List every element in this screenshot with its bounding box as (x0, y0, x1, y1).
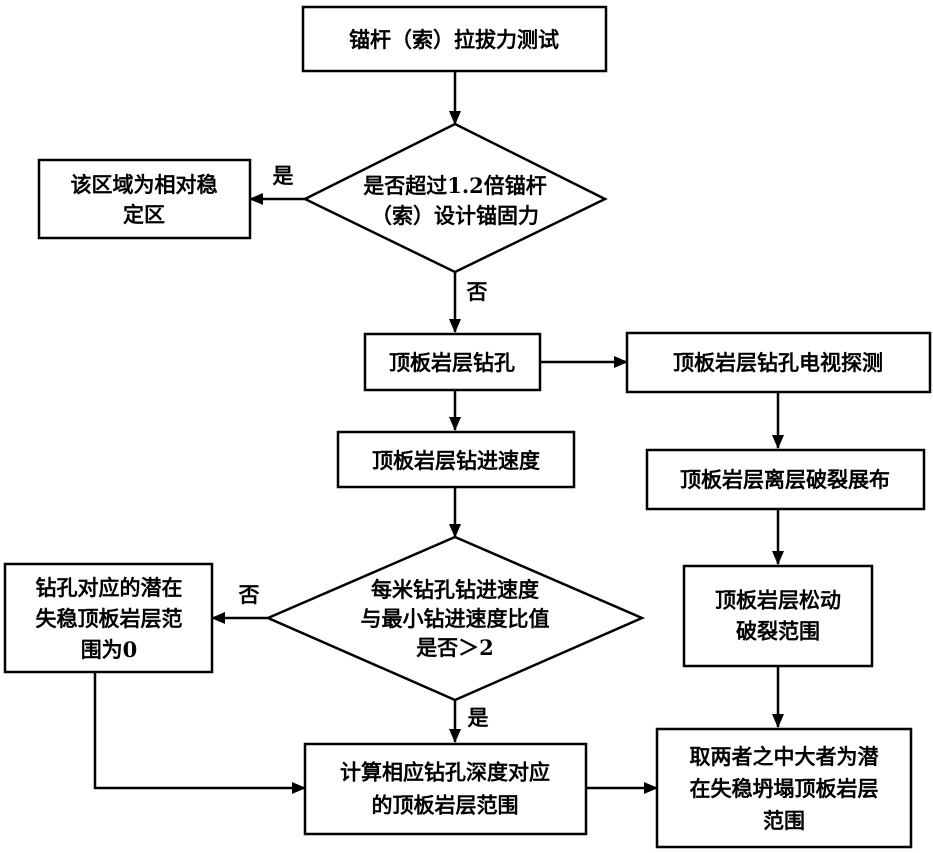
node-label-line: 定区 (123, 202, 165, 227)
node-label-line: 顶板岩层松动 (715, 587, 841, 612)
node-label-line: 围为0 (81, 637, 138, 662)
node-label: 顶板岩层离层破裂展布 (680, 467, 890, 492)
node-label-line: 钻孔对应的潜在 (36, 575, 183, 600)
node-potential-zero: 钻孔对应的潜在失稳顶板岩层范围为0 (5, 564, 212, 672)
node-label: 顶板岩层钻进速度 (372, 448, 540, 473)
node-drill-speed: 顶板岩层钻进速度 (338, 432, 574, 487)
node-stable-zone: 该区域为相对稳定区 (39, 160, 250, 238)
node-roof-drilling: 顶板岩层钻孔 (365, 334, 540, 390)
node-label-line: 是否＞2 (416, 635, 494, 660)
node-label-line: 与最小钻进速度比值 (361, 606, 550, 631)
node-label: 顶板岩层钻孔 (389, 350, 515, 375)
node-label-line: 每米钻孔钻进速度 (371, 577, 539, 602)
node-label: 锚杆（索）拉拔力测试 (349, 27, 559, 52)
node-label-line: 顶板岩层钻进速度 (372, 448, 540, 473)
node-label: 顶板岩层钻孔电视探测 (673, 350, 883, 375)
node-label-line: 的顶板岩层范围 (372, 792, 519, 817)
node-compute-range: 计算相应钻孔深度对应的顶板岩层范围 (305, 744, 586, 834)
node-label-line: （索）设计锚固力 (371, 203, 539, 228)
node-label-line: 范围 (763, 808, 805, 833)
node-label-line: 破裂范围 (736, 618, 820, 643)
node-label-line: 该区域为相对稳 (71, 172, 218, 197)
label-exceed-yes: 是 (273, 163, 294, 188)
label-ratio-yes: 是 (468, 705, 489, 730)
node-exceed-check: 是否超过1.2倍锚杆 （索）设计锚固力 (305, 124, 605, 272)
node-label-line: 取两者之中大者为潜 (690, 744, 880, 769)
node-label-line: 顶板岩层离层破裂展布 (680, 467, 890, 492)
node-final-range: 取两者之中大者为潜在失稳坍塌顶板岩层范围 (657, 729, 911, 847)
edge-zero-to-compute (95, 672, 305, 788)
node-label-line: 锚杆（索）拉拔力测试 (349, 27, 559, 52)
node-speed-ratio-check: 每米钻孔钻进速度与最小钻进速度比值是否＞2 (268, 537, 642, 700)
node-label-line: 顶板岩层钻孔 (389, 350, 515, 375)
node-pullout-test: 锚杆（索）拉拔力测试 (303, 7, 606, 71)
node-loose-fracture-range: 顶板岩层松动破裂范围 (684, 566, 872, 666)
node-label-line: 失稳顶板岩层范 (36, 606, 183, 631)
node-label-line: 顶板岩层钻孔电视探测 (673, 350, 883, 375)
node-label-line: 计算相应钻孔深度对应 (340, 759, 550, 784)
label-exceed-no: 否 (467, 279, 488, 304)
node-label-line: 在失稳坍塌顶板岩层 (690, 776, 879, 801)
label-ratio-no: 否 (239, 582, 260, 607)
node-tv-detection: 顶板岩层钻孔电视探测 (627, 333, 930, 392)
node-label-line: 是否超过1.2倍锚杆 (363, 173, 547, 198)
node-separation-distribution: 顶板岩层离层破裂展布 (647, 450, 924, 509)
